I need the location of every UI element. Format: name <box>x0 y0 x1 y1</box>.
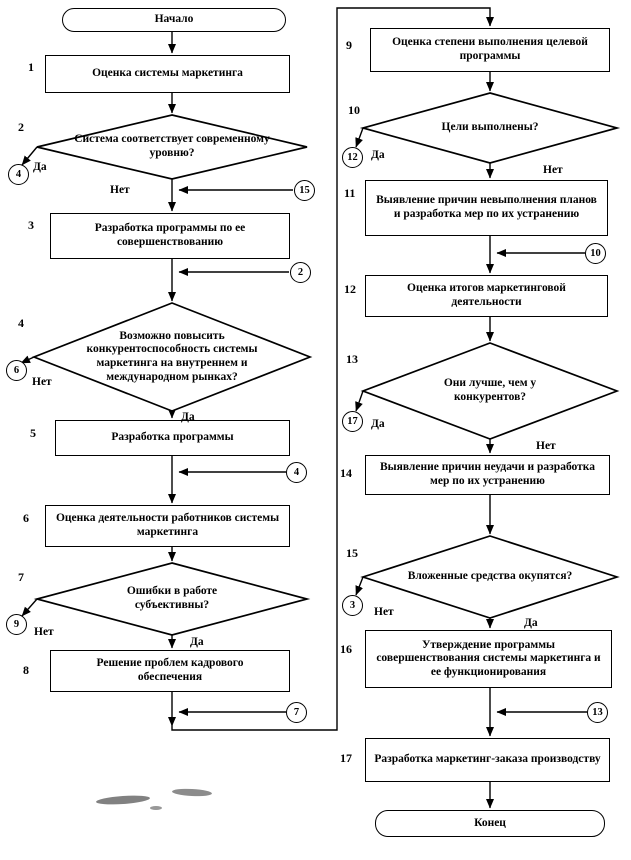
process-box-16: Утверждение программы совершенствования … <box>365 630 612 688</box>
connector-circle: 2 <box>290 262 311 283</box>
decision-text-2: Система соответствует современному уровн… <box>74 133 270 159</box>
branch-label-no: Нет <box>110 184 130 196</box>
process-box-9: Оценка степени выполнения целевой програ… <box>370 28 610 72</box>
branch-label-yes: Да <box>524 617 538 629</box>
connector-circle: 3 <box>342 595 363 616</box>
step-number-2: 2 <box>18 120 24 134</box>
branch-label-no: Нет <box>543 164 563 176</box>
process-box-5: Разработка программы <box>55 420 290 456</box>
process-box-3: Разработка программы по ее совершенствов… <box>50 213 290 259</box>
connector-circle: 4 <box>286 462 307 483</box>
connector-circle: 13 <box>587 702 608 723</box>
step-number-1: 1 <box>28 60 34 74</box>
branch-label-no: Нет <box>32 376 52 388</box>
connector-circle: 6 <box>6 360 27 381</box>
connector-circle: 4 <box>8 164 29 185</box>
step-number-8: 8 <box>23 663 29 677</box>
connector-circle: 7 <box>286 702 307 723</box>
decision-diamond-13 <box>360 342 620 440</box>
decision-text-4: Возможно повысить конкурентоспособность … <box>86 329 258 383</box>
decision-diamond-15 <box>360 535 620 619</box>
process-box-14: Выявление причин неудачи и разработка ме… <box>365 455 610 495</box>
branch-label-yes: Да <box>181 411 195 423</box>
process-box-11: Выявление причин невыполнения планов и р… <box>365 180 608 236</box>
decision-diamond-2 <box>36 114 308 180</box>
step-number-3: 3 <box>28 218 34 232</box>
step-number-12: 12 <box>344 282 356 296</box>
step-number-6: 6 <box>23 511 29 525</box>
decision-text-13: Они лучше, чем у конкурентов? <box>443 377 537 403</box>
step-number-10: 10 <box>348 103 360 117</box>
branch-label-no: Нет <box>374 606 394 618</box>
decision-text-7: Ошибки в работе субъективны? <box>126 585 218 611</box>
step-number-7: 7 <box>18 570 24 584</box>
connector-circle: 17 <box>342 411 363 432</box>
branch-label-no: Нет <box>34 626 54 638</box>
scan-artifact <box>150 806 162 810</box>
connector-circle: 12 <box>342 147 363 168</box>
connector-circle: 10 <box>585 243 606 264</box>
connector-circle: 9 <box>6 614 27 635</box>
process-box-12: Оценка итогов маркетинговой деятельности <box>365 275 608 317</box>
process-box-6: Оценка деятельности работников системы м… <box>45 505 290 547</box>
branch-label-no: Нет <box>536 440 556 452</box>
decision-text-15: Вложенные средства окупятся? <box>407 570 573 583</box>
branch-label-yes: Да <box>33 161 47 173</box>
decision-diamond-7 <box>33 562 311 636</box>
step-number-11: 11 <box>344 186 356 200</box>
step-number-9: 9 <box>346 38 352 52</box>
step-number-5: 5 <box>30 426 36 440</box>
decision-diamond-10 <box>359 92 621 164</box>
connector-circle: 15 <box>294 180 315 201</box>
terminal-start: Начало <box>62 8 286 32</box>
process-box-1: Оценка системы маркетинга <box>45 55 290 93</box>
step-number-13: 13 <box>346 352 358 366</box>
process-box-17: Разработка маркетинг-заказа производству <box>365 738 610 782</box>
branch-label-yes: Да <box>190 636 204 648</box>
step-number-14: 14 <box>340 466 352 480</box>
step-number-16: 16 <box>340 642 352 656</box>
step-number-17: 17 <box>340 751 352 765</box>
step-number-4: 4 <box>18 316 24 330</box>
branch-label-yes: Да <box>371 149 385 161</box>
terminal-end: Конец <box>375 810 605 837</box>
process-box-8: Решение проблем кадрового обеспечения <box>50 650 290 692</box>
decision-diamond-4 <box>31 302 313 412</box>
decision-text-10: Цели выполнены? <box>441 121 539 134</box>
branch-label-yes: Да <box>371 418 385 430</box>
step-number-15: 15 <box>346 546 358 560</box>
